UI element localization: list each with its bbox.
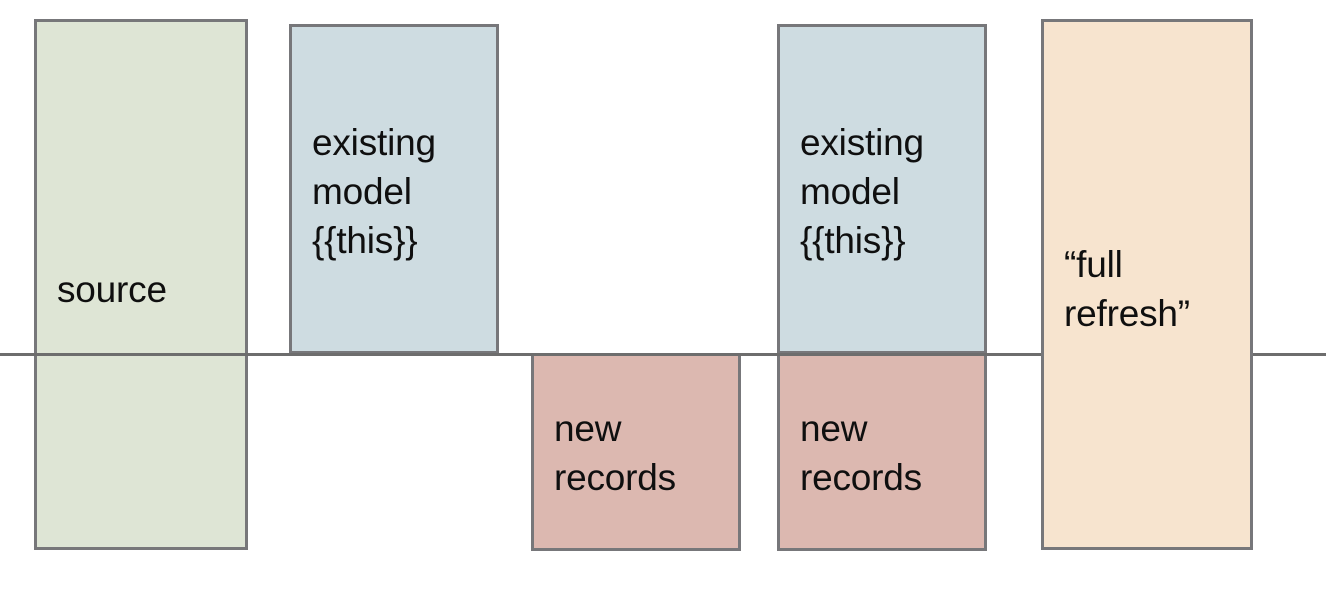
box-new-records-2[interactable] xyxy=(777,353,987,551)
box-existing-model-2[interactable] xyxy=(777,24,987,354)
box-existing-model-1[interactable] xyxy=(289,24,499,354)
box-full-refresh[interactable] xyxy=(1041,19,1253,550)
box-new-records-1[interactable] xyxy=(531,353,741,551)
horizontal-divider-line xyxy=(0,353,1326,356)
box-source[interactable] xyxy=(34,19,248,550)
